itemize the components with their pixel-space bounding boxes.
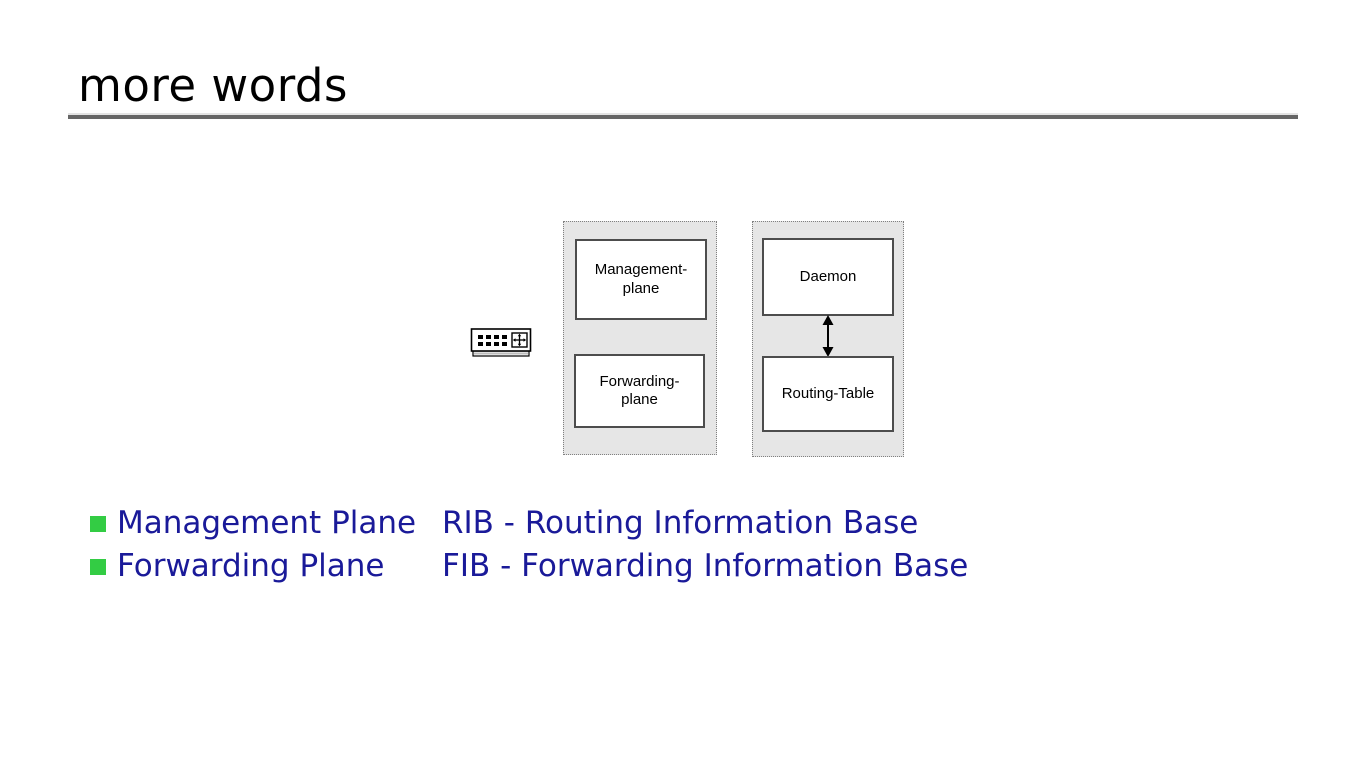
legend-list: Management Plane RIB - Routing Informati… [90,508,1270,594]
double-headed-arrow-icon [816,314,840,358]
box-forwarding-plane: Forwarding-plane [574,354,705,428]
legend-bullet-item: Management Plane [90,508,442,539]
title-divider-line [68,115,1298,119]
router-switch-icon [470,327,532,358]
box-daemon: Daemon [762,238,894,316]
title-divider-highlight [68,113,1298,115]
title-divider [68,113,1298,119]
legend-row: Management Plane RIB - Routing Informati… [90,508,1270,551]
legend-bullet-item: Forwarding Plane [90,551,442,582]
bullet-square-icon [90,558,106,575]
bullet-square-icon [90,515,106,532]
legend-bullet-label: Management Plane [117,505,417,541]
legend-row: Forwarding Plane FIB - Forwarding Inform… [90,551,1270,594]
box-forwarding-plane-label: Forwarding-plane [599,372,680,408]
page-title: more words [78,59,348,112]
box-management-plane-label: Management-plane [594,261,688,297]
box-routing-table: Routing-Table [762,356,894,432]
legend-expansion-label: FIB - Forwarding Information Base [442,548,969,584]
legend-expansion: RIB - Routing Information Base [442,508,918,539]
legend-bullet-label: Forwarding Plane [117,548,385,584]
legend-expansion-label: RIB - Routing Information Base [442,505,919,541]
box-management-plane: Management-plane [575,239,707,320]
legend-expansion: FIB - Forwarding Information Base [442,551,968,582]
